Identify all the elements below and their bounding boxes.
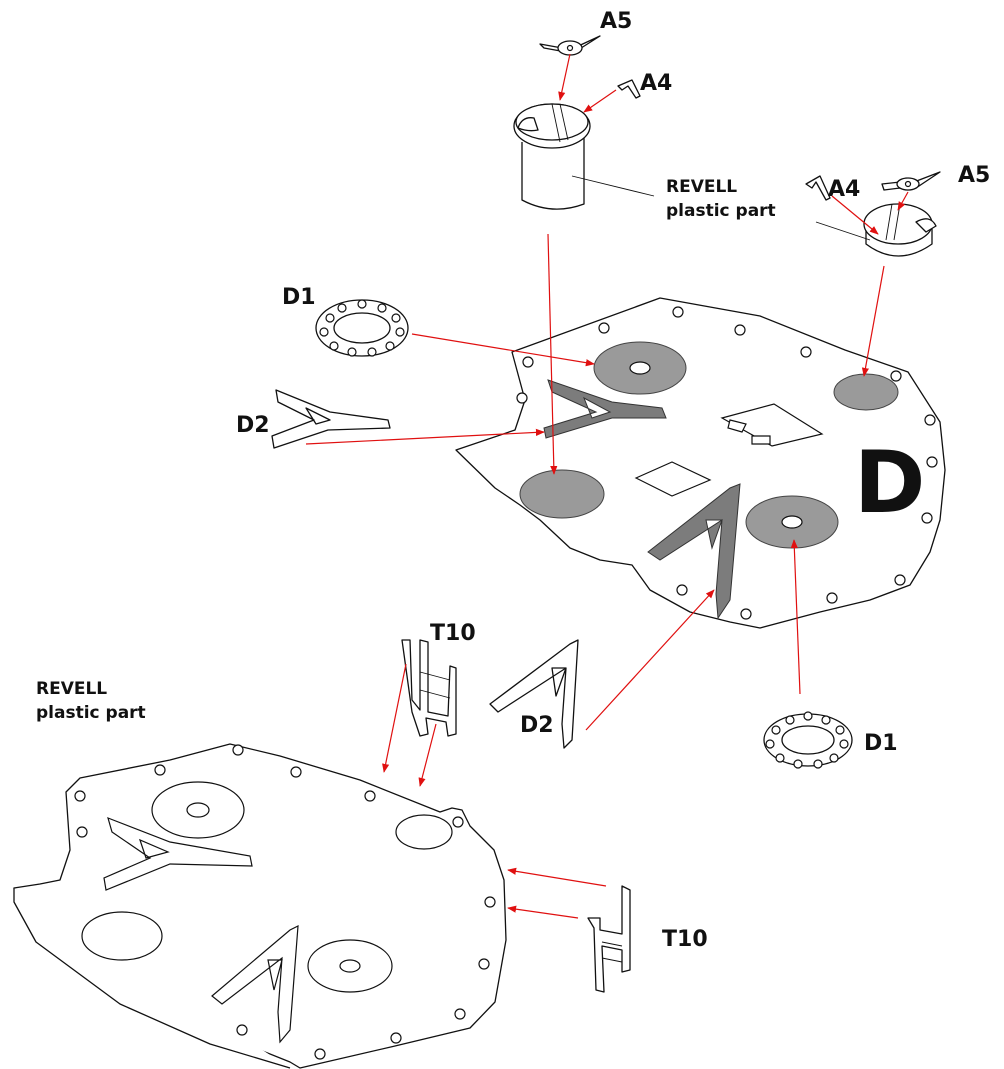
sheet-d-cutout-square <box>634 461 712 497</box>
part-a4-right <box>805 175 831 201</box>
part-d1-top <box>315 299 409 357</box>
base-a-frame-lower <box>211 924 299 1044</box>
etched-a-frame-d2-upper <box>543 379 667 439</box>
leader-revell-top-cap <box>815 221 871 241</box>
label-a5-right: A5 <box>958 163 990 188</box>
revell-plastic-base <box>13 743 507 1069</box>
sheet-d-plate-tab <box>727 419 747 433</box>
part-a5-top <box>539 35 601 56</box>
etched-disc-d1-upper <box>593 341 687 395</box>
label-revell-top-line2: plastic part <box>666 201 776 221</box>
sheet-d-letter: D <box>854 433 925 533</box>
etched-a-frame-d2-lower <box>647 483 741 620</box>
label-d2-bottom: D2 <box>520 713 554 738</box>
label-revell-bottom-line1: REVELL <box>36 679 107 699</box>
etched-disc-d1-lower <box>745 495 839 549</box>
base-disc-upper-hole <box>186 802 210 818</box>
label-a5-top: A5 <box>600 9 632 34</box>
base-disc-left <box>81 911 163 961</box>
etched-disc-right <box>833 373 899 411</box>
canister-upper <box>513 103 591 210</box>
base-rivets <box>74 744 496 1060</box>
label-d1-bottom: D1 <box>864 731 898 756</box>
part-d2-bottom <box>489 639 579 749</box>
leader-revell-top-canister <box>571 175 655 197</box>
part-d1-bottom <box>763 711 853 769</box>
label-d2-left: D2 <box>236 413 270 438</box>
base-disc-right <box>395 814 453 850</box>
label-a4-right: A4 <box>828 177 860 202</box>
sheet-d-rivets <box>516 306 938 620</box>
part-a4-top <box>617 79 641 99</box>
part-d2-left <box>271 389 391 449</box>
etched-sheet-d: D <box>455 297 946 629</box>
part-a5-right <box>881 171 941 191</box>
sheet-d-plate-tab2 <box>751 435 771 445</box>
part-t10-top <box>401 639 457 737</box>
assembly-arrows <box>305 53 909 919</box>
cap-right <box>863 203 937 257</box>
label-d1-top: D1 <box>282 285 316 310</box>
part-t10-right <box>587 885 631 993</box>
base-a-frame-upper <box>103 817 253 891</box>
label-t10-top: T10 <box>430 621 476 646</box>
label-a4-top: A4 <box>640 71 672 96</box>
label-t10-right: T10 <box>662 927 708 952</box>
label-revell-bottom-line2: plastic part <box>36 703 146 723</box>
label-revell-top-line1: REVELL <box>666 177 737 197</box>
etched-disc-left <box>519 469 605 519</box>
base-disc-lower-hole <box>339 959 361 973</box>
